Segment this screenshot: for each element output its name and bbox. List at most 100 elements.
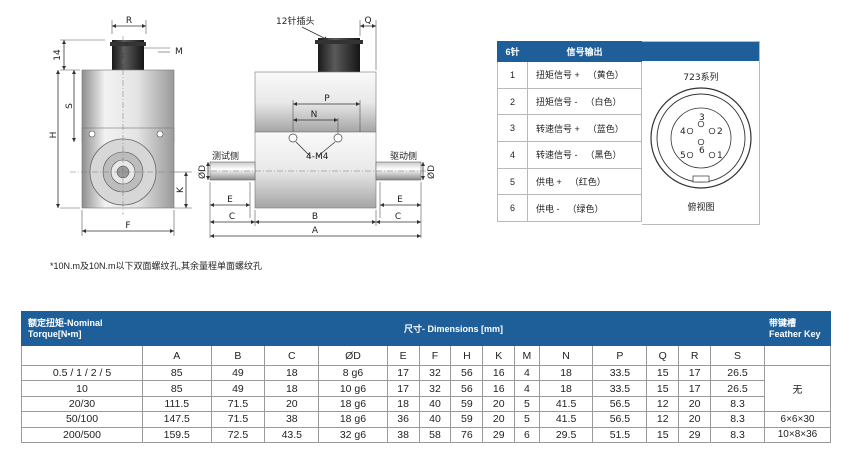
pin-signal: 转速信号 -（黑色） <box>527 141 642 169</box>
drive-side-label: 驱动侧 <box>390 150 417 162</box>
connector-box <box>642 41 760 225</box>
torque-cell: 0.5 / 1 / 2 / 5 <box>21 364 143 382</box>
view-label: 俯视图 <box>687 201 714 213</box>
value-cell: 38 <box>264 411 320 428</box>
end-view: R M 14 S H K F <box>49 16 192 236</box>
pin-table: 6针 信号输出 1 扭矩信号 +（黄色） 2 扭矩信号 -（白色） 3 转速信号… <box>497 41 642 223</box>
value-cell: 16 <box>482 380 516 397</box>
pin-num: 4 <box>497 141 528 169</box>
value-cell: 38 <box>386 426 420 443</box>
value-cell: 40 <box>418 411 452 428</box>
pin-5-label: 5 <box>680 151 686 161</box>
value-cell: 32 <box>418 364 452 382</box>
column-label: R <box>678 345 712 366</box>
value-cell: 43.5 <box>264 426 320 443</box>
feather-cell: 6×6×30 <box>764 411 831 428</box>
dim-Q: Q <box>364 16 371 26</box>
value-cell: 41.5 <box>538 395 594 413</box>
value-cell: 15 <box>646 380 680 397</box>
value-cell: 12 <box>646 411 680 428</box>
value-cell: 20 <box>678 395 712 413</box>
value-cell: 26.5 <box>710 380 765 397</box>
dim-E-left: E <box>227 195 233 205</box>
value-cell: 12 <box>646 395 680 413</box>
dim-D-left: ØD <box>197 165 208 179</box>
dim-M: M <box>175 47 183 57</box>
dim-C-right: C <box>395 212 401 222</box>
value-cell: 56 <box>450 364 484 382</box>
dim-P: P <box>324 94 330 104</box>
value-cell: 59 <box>450 411 484 428</box>
dim-H: H <box>49 132 59 139</box>
pin-signal: 转速信号 + （蓝色） <box>527 114 642 143</box>
dim-N: N <box>311 110 318 120</box>
value-cell: 71.5 <box>210 411 266 428</box>
torque-header-line1: 额定扭矩-Nominal <box>28 317 103 328</box>
torque-cell: 50/100 <box>21 411 143 428</box>
value-cell: 29 <box>678 426 712 443</box>
value-cell: 32 <box>418 380 452 397</box>
signal-text: 供电 + <box>536 177 562 188</box>
dim-D-right: ØD <box>426 165 437 179</box>
dim-E-right: E <box>397 195 403 205</box>
column-label: N <box>538 345 594 366</box>
value-cell: 56 <box>450 380 484 397</box>
pin-row: 2 扭矩信号 -（白色） <box>497 87 642 116</box>
value-cell: 5 <box>514 395 540 413</box>
column-label: Q <box>646 345 680 366</box>
value-cell: 5 <box>514 411 540 428</box>
value-cell: 8.3 <box>710 426 765 443</box>
torque-cell: 200/500 <box>21 426 143 443</box>
footnote: *10N.m及10N.m以下双面螺纹孔,其余量程单面螺纹孔 <box>50 261 263 271</box>
pin-num: 5 <box>497 167 528 196</box>
value-cell: 85 <box>142 364 212 382</box>
value-cell: 40 <box>418 395 452 413</box>
pin-3-label: 3 <box>699 113 705 123</box>
value-cell: 8.3 <box>710 395 765 413</box>
pin-num: 6 <box>497 194 528 223</box>
pin-num: 2 <box>497 87 528 116</box>
pin-signal: 扭矩信号 +（黄色） <box>527 61 642 89</box>
value-cell: 4 <box>514 364 540 382</box>
value-cell: 76 <box>450 426 484 443</box>
dim-14: 14 <box>53 49 63 61</box>
column-label: K <box>482 345 516 366</box>
feather-key-header: 带键槽 Feather Key <box>764 311 831 346</box>
connector-pin-diagram: 723系列 3 2 1 4 5 6 俯视图 <box>650 71 752 213</box>
pin-row: 1 扭矩信号 +（黄色） <box>497 61 642 89</box>
column-label: H <box>450 345 484 366</box>
torque-cell: 20/30 <box>21 395 143 413</box>
blank-cell <box>764 345 831 366</box>
signal-text: 扭矩信号 + <box>536 70 580 81</box>
value-cell: 18 <box>538 364 594 382</box>
value-cell: 20 <box>264 395 320 413</box>
value-cell: 17 <box>678 380 712 397</box>
torque-header-line2: Torque[N•m] <box>28 328 82 339</box>
value-cell: 29 <box>482 426 516 443</box>
value-cell: 72.5 <box>210 426 266 443</box>
value-cell: 18 <box>264 380 320 397</box>
value-cell: 16 <box>482 364 516 382</box>
dim-A: A <box>312 226 319 236</box>
dim-R: R <box>126 16 132 26</box>
signal-text: 转速信号 + <box>536 123 580 134</box>
value-cell: 111.5 <box>142 395 212 413</box>
value-cell: 36 <box>386 411 420 428</box>
pin-signal: 供电 +（红色） <box>527 167 642 196</box>
value-cell: 32 g6 <box>318 426 388 443</box>
value-cell: 41.5 <box>538 411 594 428</box>
signal-color: （蓝色） <box>587 123 624 134</box>
value-cell: 33.5 <box>592 364 648 382</box>
feather-header-line2: Feather Key <box>769 328 821 339</box>
pin-header: 6针 <box>497 41 528 62</box>
dim-F: F <box>125 221 130 231</box>
value-cell: 18 <box>386 395 420 413</box>
dimensions-table: 额定扭矩-Nominal Torque[N•m] 尺寸- Dimensions … <box>21 311 831 443</box>
value-cell: 6 <box>514 426 540 443</box>
value-cell: 20 <box>482 411 516 428</box>
side-view: 12针插头 Q P N 4-M4 测试侧 驱动侧 ØD ØD E <box>197 15 437 238</box>
value-cell: 29.5 <box>538 426 594 443</box>
dim-K: K <box>176 186 186 193</box>
